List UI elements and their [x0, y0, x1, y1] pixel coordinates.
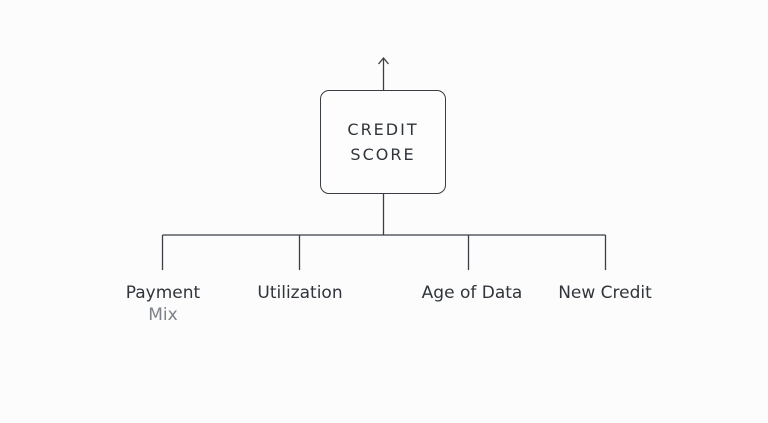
arrow-head-icon [378, 56, 389, 65]
credit-score-title-line1: CREDIT [347, 120, 419, 139]
credit-score-title-line2: SCORE [350, 145, 416, 164]
node-payment: Payment Mix [126, 283, 200, 325]
node-age-of-data: Age of Data [421, 283, 523, 303]
node-new-credit: New Credit [558, 283, 652, 303]
credit-score-node: CREDIT SCORE [320, 90, 446, 194]
node-utilization: Utilization [257, 283, 343, 303]
node-payment-label: Payment [125, 283, 201, 303]
node-payment-sublabel: Mix [148, 305, 178, 325]
